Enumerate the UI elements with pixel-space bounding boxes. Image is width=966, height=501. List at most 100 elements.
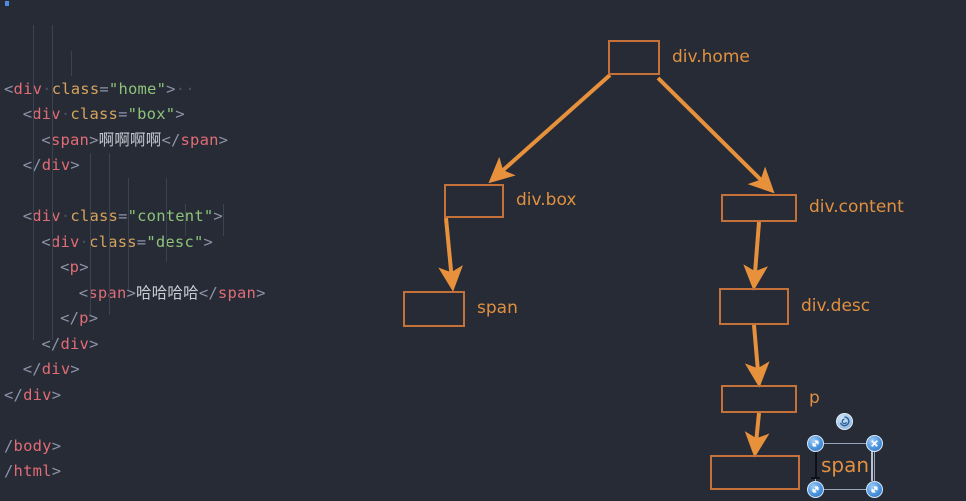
code-token-punct: / (4, 462, 14, 480)
code-token-punct: > (51, 385, 62, 404)
code-line[interactable]: <div·class="desc"> (0, 230, 400, 256)
code-token-punct: </ (60, 309, 80, 327)
code-token-str: "desc" (146, 232, 204, 251)
code-token-tag: span (180, 130, 219, 149)
code-token-tag: div (60, 334, 90, 353)
indent-guide (223, 204, 224, 236)
code-token-punct: > (126, 283, 137, 302)
close-icon[interactable] (866, 435, 883, 452)
code-token-punct: > (51, 462, 62, 480)
code-token-str: "content" (127, 207, 214, 225)
code-line[interactable]: /html> (0, 459, 400, 485)
code-line[interactable]: <div·class="content"> (0, 204, 400, 230)
indent-guide (166, 178, 167, 262)
code-token-punct: > (70, 360, 80, 378)
code-token-punct: < (41, 232, 51, 251)
code-token-punct: < (78, 283, 89, 302)
code-token-punct: > (166, 79, 176, 98)
code-token-tag: html (13, 462, 52, 480)
selection-text-label[interactable]: span (821, 453, 870, 477)
code-token-tag: p (79, 309, 89, 327)
code-token-eq: = (118, 105, 128, 123)
text-caret (871, 449, 873, 481)
code-token-attr: class (70, 207, 119, 225)
code-token-tag: div (13, 79, 43, 98)
node-label-home: div.home (672, 46, 750, 67)
text-ibeam-cursor (811, 449, 820, 479)
code-token-attr: class (70, 105, 119, 123)
diagram-edges (438, 73, 775, 458)
code-token-punct: </ (22, 360, 42, 378)
node-label-desc: div.desc (801, 295, 871, 316)
edge-box-to-span1 (438, 217, 463, 292)
node-box-desc[interactable] (719, 288, 789, 325)
code-token-punct: </ (4, 385, 24, 404)
node-box-content[interactable] (721, 194, 797, 222)
code-line[interactable]: /body> (0, 434, 400, 460)
code-line[interactable]: </p> (0, 306, 400, 332)
code-token-punct: </ (161, 130, 181, 149)
code-line[interactable]: <p> (0, 255, 400, 281)
code-line[interactable]: <div·class="home">·· (0, 77, 400, 103)
code-lines-container[interactable]: <div·class="home">··<div·class="box"><sp… (0, 77, 400, 485)
code-token-punct: > (89, 334, 99, 353)
code-token-punct: < (60, 258, 70, 276)
code-token-eq: = (118, 207, 128, 225)
edge-home-to-content (656, 76, 775, 194)
code-token-punct: > (218, 130, 229, 149)
code-token-punct: </ (198, 283, 218, 302)
code-token-attr: class (51, 79, 100, 98)
code-token-punct: > (203, 232, 214, 251)
code-token-punct: < (22, 207, 33, 225)
code-token-punct: > (89, 130, 99, 149)
code-token-str: "box" (127, 105, 176, 123)
code-token-punct: </ (23, 156, 42, 174)
indent-guide (71, 51, 72, 76)
code-token-tag: span (88, 283, 127, 302)
code-token-punct: < (4, 79, 14, 98)
code-line[interactable] (0, 179, 400, 205)
code-token-tag: span (217, 283, 257, 302)
code-token-eq: = (136, 232, 147, 251)
resize-handle-bottom-right[interactable] (866, 481, 883, 498)
code-token-tag: div (41, 360, 71, 378)
resize-handle-bottom-left[interactable] (807, 481, 824, 498)
code-editor-pane[interactable]: <div·class="home">··<div·class="box"><sp… (0, 0, 400, 501)
node-label-content: div.content (809, 197, 904, 217)
indent-guide (52, 25, 53, 340)
code-line[interactable] (0, 408, 400, 434)
code-token-str: "home" (108, 79, 167, 98)
code-line[interactable]: </div> (0, 153, 400, 179)
code-line[interactable]: <div·class="box"> (0, 102, 400, 128)
rotate-icon[interactable] (836, 413, 853, 430)
code-token-punct: > (51, 436, 62, 455)
node-box-span1[interactable] (403, 291, 465, 327)
code-line[interactable]: <span>哈哈哈哈</span> (0, 281, 400, 307)
code-token-eq: = (99, 79, 109, 98)
node-box-home[interactable] (608, 40, 660, 75)
node-box-box[interactable] (444, 184, 504, 218)
code-token-punct: > (256, 283, 266, 302)
code-line[interactable]: <span>啊啊啊啊</span> (0, 128, 400, 154)
code-line[interactable]: </div> (0, 357, 400, 383)
code-token-ws: · (60, 105, 71, 123)
code-token-attr: class (89, 232, 137, 251)
node-box-p[interactable] (721, 385, 797, 413)
indent-guide (90, 153, 91, 315)
indent-guide (128, 178, 129, 290)
selection-widget[interactable]: span (807, 413, 883, 498)
code-token-tag: p (69, 258, 80, 276)
code-token-ws: · (42, 79, 52, 98)
code-line[interactable]: </div> (0, 332, 400, 358)
code-token-ws: · (60, 207, 71, 225)
code-token-punct: / (4, 436, 14, 455)
node-box-span2[interactable] (710, 455, 800, 490)
code-line[interactable]: </div> (0, 383, 400, 409)
edge-content-to-desc (743, 221, 768, 291)
indent-guide (33, 25, 34, 340)
code-token-ws: · (79, 232, 90, 251)
node-label-span1: span (477, 298, 518, 318)
resize-handle-top-left[interactable] (807, 435, 824, 452)
